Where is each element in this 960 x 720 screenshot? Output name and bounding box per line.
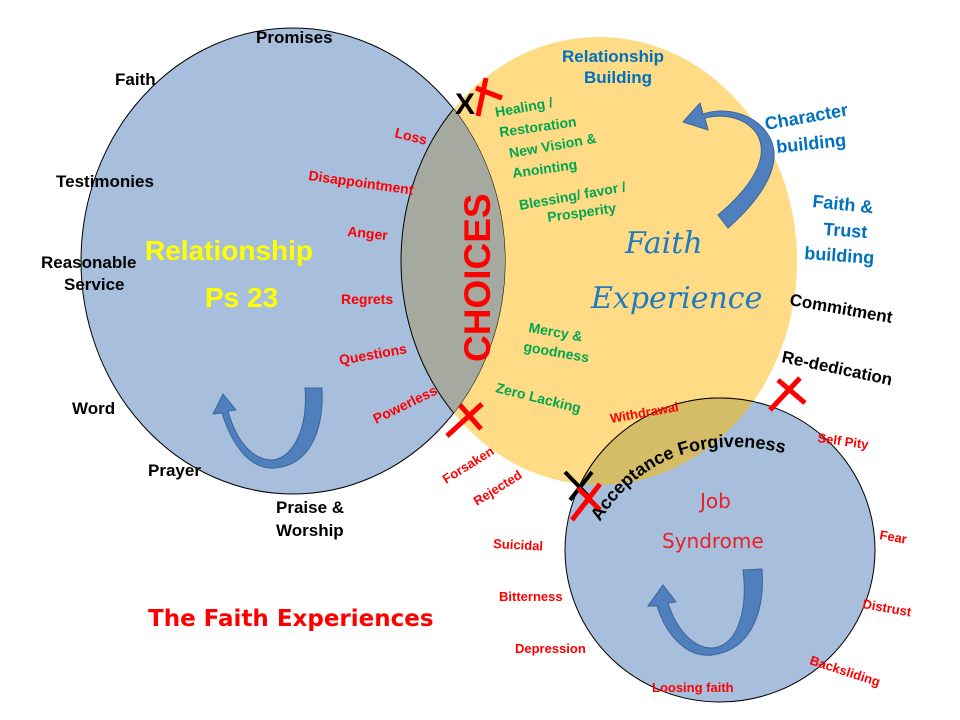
faith-cycle-arrow-icon (682, 101, 775, 229)
label-word: Word (72, 399, 115, 418)
label-loss: Loss (393, 124, 429, 147)
label-relationship-building-1: Relationship (562, 47, 664, 66)
label-promises: Promises (256, 28, 333, 47)
acceptance-lens (564, 397, 797, 485)
label-rejected: Rejected (471, 467, 525, 508)
label-reasonable: Reasonable (41, 253, 136, 272)
relationship-subtitle: Ps 23 (205, 282, 278, 313)
label-prayer: Prayer (148, 461, 201, 480)
x-mark-red-top-icon (475, 77, 503, 117)
job-title-2: Syndrome (662, 529, 764, 553)
label-anger: Anger (347, 223, 389, 243)
relationship-title: Relationship (145, 235, 313, 266)
label-character-building: building (775, 130, 847, 157)
label-suicidal: Suicidal (493, 536, 544, 554)
label-faith: Faith (115, 70, 156, 89)
label-worship: Worship (276, 521, 344, 540)
x-mark-black-top: X (455, 88, 475, 121)
label-testimonies: Testimonies (56, 172, 154, 191)
label-depression: Depression (515, 641, 586, 656)
label-faith-and: Faith & (812, 191, 875, 217)
label-trust-building: building (804, 243, 875, 268)
label-distrust: Distrust (861, 596, 913, 619)
label-bitterness: Bitterness (499, 589, 563, 604)
label-fear: Fear (878, 527, 908, 547)
diagram-title: The Faith Experiences (148, 606, 434, 632)
label-backsliding: Backsliding (808, 653, 882, 690)
label-forsaken: Forsaken (440, 443, 497, 486)
label-commitment: Commitment (788, 290, 894, 327)
label-regrets: Regrets (341, 291, 393, 307)
job-cycle-arrow-icon (647, 568, 763, 656)
label-service: Service (64, 275, 125, 294)
faith-experience-title-1: Faith (624, 226, 703, 261)
x-mark-red-job-icon (570, 482, 602, 522)
label-praise: Praise & (276, 498, 344, 517)
label-character: Character (763, 100, 849, 134)
faith-experience-title-2: Experience (590, 281, 762, 316)
label-trust: Trust (823, 219, 868, 242)
x-mark-red-bottom-left-icon (445, 402, 484, 438)
faith-experience-circle (401, 37, 797, 485)
label-self-pity: Self Pity (817, 430, 871, 452)
job-title-1: Job (698, 489, 731, 513)
label-relationship-building-2: Building (584, 68, 652, 87)
x-mark-red-right-icon (768, 376, 807, 412)
choices-label: CHOICES (457, 193, 498, 362)
relationship-cycle-arrow-icon (212, 387, 323, 469)
label-loosing-faith: Loosing faith (652, 680, 734, 695)
